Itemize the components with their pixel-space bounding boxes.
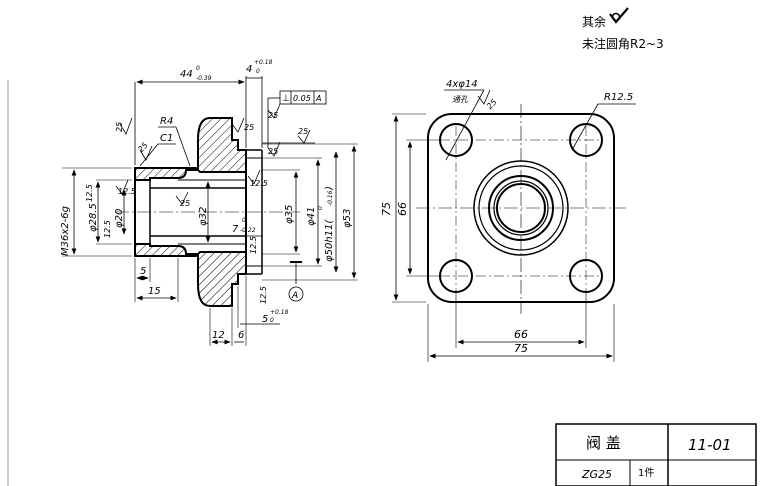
dim-d20: φ20 — [114, 209, 125, 228]
corner-radius: R12.5 — [604, 92, 633, 103]
end-view-horizontal-dims: 66 75 — [427, 292, 615, 362]
ra-125-f: 12.5 — [85, 184, 94, 202]
bolt-hole — [569, 123, 603, 157]
boss-outer-circle — [473, 160, 569, 256]
section-view: 44 0 -0.39 4 +0.18 0 ⊥ 0.05 A R4 — [60, 59, 358, 346]
dim-d35: φ35 — [284, 205, 295, 224]
drawing-number: 11-01 — [688, 436, 732, 454]
dim-44: 44 0 -0.39 — [134, 65, 245, 165]
dim-5b: 5 — [262, 314, 268, 325]
dim-5: 5 — [140, 266, 146, 277]
perp-symbol: ⊥ — [282, 94, 290, 104]
ra-125-b: 12.5 — [103, 220, 112, 238]
dim-12: 12 — [212, 330, 225, 341]
dim-6: 6 — [238, 330, 244, 341]
hole-through: 通孔 — [452, 95, 469, 104]
dim-7-upper: 0 — [242, 217, 246, 224]
quantity: 1件 — [638, 467, 654, 479]
dim-4-lower: 0 — [256, 68, 260, 75]
title-block: 阀 盖 11-01 ZG25 1件 — [555, 423, 757, 486]
roughness-notes: 其余 未注圆角R2~3 — [582, 7, 664, 51]
bottom-length-dims: 5 15 12 6 5 +0.18 0 — [134, 258, 289, 346]
perp-tolerance: 0.05 — [293, 94, 311, 103]
ra-125-c: 12.5 — [250, 179, 268, 188]
hole-spec: 4xφ14 — [446, 79, 478, 90]
dim-d50-upper: 0 — [317, 206, 324, 210]
dim-d50-lower: -0.16 — [327, 190, 334, 206]
dim-7-value: 7 — [232, 224, 239, 235]
end-view-vertical-dims: 75 66 — [380, 113, 440, 303]
dim-d32: φ32 — [198, 207, 209, 226]
perpendicularity-frame: ⊥ 0.05 A — [267, 90, 327, 148]
corner-radius-callout: R12.5 — [571, 92, 636, 151]
dim-44-upper: 0 — [196, 65, 200, 72]
ra-125-a: 12.5 — [118, 187, 136, 196]
dim-15: 15 — [148, 286, 161, 297]
ra-25-d: 25 — [268, 111, 278, 120]
roughness-marks-left: 25 25 25 25 25 25 25 12.5 12.5 12.5 12.5… — [85, 103, 315, 304]
dim-h66: 66 — [396, 202, 409, 216]
dim-w66: 66 — [514, 328, 528, 341]
datum-a-label: A — [291, 291, 298, 301]
dim-7: 7 0 -0.22 — [228, 217, 262, 237]
fillet-r4: R4 — [160, 116, 173, 127]
ra-25-e: 25 — [298, 127, 308, 136]
chamfer-c1: C1 — [160, 133, 173, 144]
hole-callout: 4xφ14 通孔 25 — [444, 79, 499, 161]
part-name: 阀 盖 — [586, 434, 621, 452]
material: ZG25 — [581, 468, 612, 481]
dim-5b-lower: 0 — [270, 317, 274, 324]
dim-d53: φ53 — [342, 209, 353, 228]
diameter-dims: M36x2-6g φ28.5 φ20 φ32 φ35 φ41 φ50h11( 0… — [60, 143, 358, 281]
dim-w75: 75 — [514, 342, 528, 355]
dim-44-value: 44 — [180, 69, 193, 80]
bore-circle — [496, 183, 546, 233]
fillet-note: 未注圆角R2~3 — [582, 36, 664, 51]
dim-44-lower: -0.39 — [196, 75, 212, 82]
dim-h75: 75 — [380, 202, 393, 216]
ra-25-c: 25 — [244, 123, 254, 132]
dim-4-value: 4 — [246, 64, 252, 75]
ra-125-d: 12.5 — [249, 236, 258, 254]
perp-datum: A — [315, 94, 321, 103]
datum-a: A — [288, 261, 304, 302]
dim-4-upper: +0.18 — [254, 59, 273, 66]
dim-d41: φ41 — [306, 207, 317, 226]
dim-d50: φ50h11( — [324, 219, 335, 262]
dim-d28-5: φ28.5 — [88, 203, 99, 232]
dim-7-lower: -0.22 — [240, 227, 256, 234]
end-view: 4xφ14 通孔 25 R12.5 75 66 66 — [380, 79, 636, 362]
dim-5b-upper: +0.18 — [270, 309, 289, 316]
ra-25-f: 25 — [268, 147, 278, 156]
rest-label: 其余 — [582, 14, 606, 29]
dim-thread: M36x2-6g — [60, 206, 71, 256]
leader-r4-c1: R4 C1 — [139, 116, 191, 167]
ra-25-a: 25 — [115, 122, 124, 132]
dim-4: 4 +0.18 0 — [245, 59, 273, 148]
dim-d50-close: ) — [324, 186, 335, 191]
ra-25-g: 25 — [180, 199, 190, 208]
ra-125-e: 12.5 — [259, 286, 268, 304]
